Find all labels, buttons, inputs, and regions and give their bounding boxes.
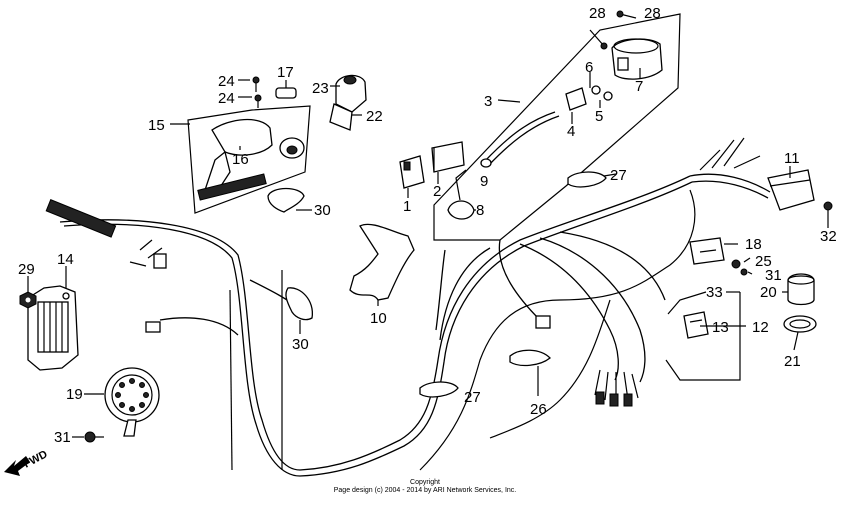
callout-31-left: 31	[54, 429, 71, 446]
callout-16: 16	[232, 151, 249, 168]
callout-6: 6	[585, 59, 593, 76]
forward-arrow-icon: FWD	[4, 448, 50, 476]
callout-30-lower: 30	[292, 336, 309, 353]
callout-5: 5	[595, 108, 603, 125]
fwd-label: FWD	[22, 448, 50, 470]
callout-3: 3	[484, 93, 492, 110]
relay-part-2	[431, 141, 465, 173]
regulator-part-14	[27, 285, 79, 371]
screw-part-24	[252, 76, 262, 108]
callout-28-left: 28	[589, 5, 606, 22]
callout-21: 21	[784, 353, 801, 370]
callout-26: 26	[530, 401, 547, 418]
callout-28-right: 28	[644, 5, 661, 22]
copyright-notice: Copyright Page design (c) 2004 - 2014 by…	[334, 479, 517, 494]
callout-30-upper: 30	[314, 202, 331, 219]
fuse-holder-part-12	[683, 311, 709, 339]
callout-33: 33	[706, 284, 723, 301]
callout-2: 2	[433, 183, 441, 200]
callout-labels: 1 2 3 4 5 6 7 8 9 10 11 12 13 14 15 16 1…	[18, 5, 837, 446]
callout-12: 12	[752, 319, 769, 336]
callout-24-lower: 24	[218, 90, 235, 107]
coil-lead-part-3	[480, 111, 560, 168]
clip-part-17	[275, 87, 297, 99]
connector-part-11	[699, 137, 815, 211]
ignition-switch-part-15	[187, 105, 311, 214]
callout-17: 17	[277, 64, 294, 81]
clip-part-27-lower	[419, 381, 459, 398]
callout-22: 22	[366, 108, 383, 125]
switch-part-22-23	[329, 74, 367, 131]
clip-part-26	[509, 349, 551, 367]
callout-15: 15	[148, 117, 165, 134]
copyright-line-2: Page design (c) 2004 - 2014 by ARI Netwo…	[334, 487, 517, 494]
callout-25: 25	[755, 253, 772, 270]
coil-group-outline	[433, 13, 681, 241]
switch-part-18	[689, 237, 725, 265]
clamp-part-30-top	[267, 187, 305, 213]
callout-13: 13	[712, 319, 729, 336]
callout-7: 7	[635, 78, 643, 95]
copyright-line-1: Copyright	[410, 479, 440, 486]
horn-part-19	[104, 367, 160, 437]
connector-bundle-left	[45, 199, 167, 333]
callout-27-upper: 27	[610, 167, 627, 184]
cap-part-4	[565, 87, 587, 111]
wire-harness	[59, 173, 771, 477]
callout-24-upper: 24	[218, 73, 235, 90]
nut-part-29	[19, 291, 37, 309]
bolts-part-28	[589, 10, 637, 50]
callout-18: 18	[745, 236, 762, 253]
bolt-part-32	[823, 201, 833, 222]
ignition-coil-part-7	[611, 38, 663, 80]
callout-32: 32	[820, 228, 837, 245]
relay-part-20	[787, 273, 815, 306]
clip-part-27-upper	[567, 171, 607, 188]
callout-23: 23	[312, 80, 329, 97]
clamp-part-30-middle	[285, 287, 313, 321]
callout-19: 19	[66, 386, 83, 403]
screw-part-31-left	[84, 431, 104, 443]
callout-1: 1	[403, 198, 411, 215]
callout-20: 20	[760, 284, 777, 301]
callout-29: 29	[18, 261, 35, 278]
callout-4: 4	[567, 123, 575, 140]
washer-part-5-6	[591, 85, 613, 101]
callout-31-right: 31	[765, 267, 782, 284]
callout-14: 14	[57, 251, 74, 268]
leader-lines	[27, 68, 829, 438]
band-part-21	[783, 315, 817, 333]
callout-9: 9	[480, 173, 488, 190]
callout-11: 11	[784, 150, 800, 167]
connector-bundle-right	[535, 315, 639, 407]
screw-part-25-31	[731, 259, 748, 276]
relay-part-1	[399, 155, 425, 189]
callout-10: 10	[370, 310, 387, 327]
callout-27-lower: 27	[464, 389, 481, 406]
bracket-part-10	[349, 223, 415, 301]
callout-8: 8	[476, 202, 484, 219]
